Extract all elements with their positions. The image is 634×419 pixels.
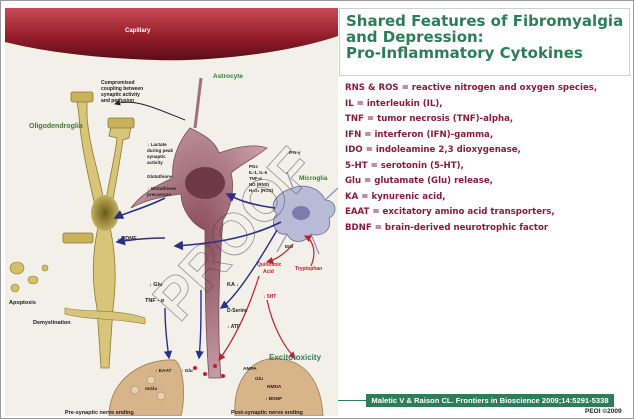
slide-title: Shared Features of Fibromyalgia and Depr…	[346, 13, 628, 61]
citation-banner: Maletic V & Raison CL. Frontiers in Bios…	[366, 394, 614, 407]
glu-increase-label: ↑ Glu	[181, 368, 193, 374]
eaat-label: ↓ EAAT	[155, 368, 172, 374]
post-synaptic-label: Post-synaptic nerve ending	[231, 410, 303, 416]
definition-item: KA = kynurenic acid,	[345, 190, 628, 206]
myelin-segment-top-right	[108, 118, 134, 128]
astrocyte-nucleus	[185, 167, 225, 199]
definitions-list: RNS & ROS = reactive nitrogen and oxygen…	[345, 81, 628, 236]
mglu-label: mGlu	[145, 386, 157, 392]
pathway-illustration: Capillary Oligodendroglia Apoptosis Demy…	[5, 8, 338, 416]
title-box: Shared Features of Fibromyalgia and Depr…	[339, 8, 630, 76]
oligodendroglia-nucleus	[91, 195, 119, 231]
astrocyte-label: Astrocyte	[213, 73, 243, 80]
oligodendroglia-label: Oligodendroglia	[29, 123, 83, 130]
demyelination-label: Demyelination	[33, 320, 71, 326]
myelin-segment-mid	[63, 233, 93, 243]
definition-item: IFN = interferon (IFN)-gamma,	[345, 128, 628, 144]
bdnf-synapse-label: ↓ BDNF	[265, 396, 282, 402]
citation-rule	[338, 400, 366, 401]
capillary-label: Capillary	[125, 28, 151, 34]
sht-label: ↓ 5HT	[263, 294, 276, 300]
glu-receptor-label: Glu	[255, 376, 263, 382]
definition-item: IDO = indoleamine 2,3 dioxygenase,	[345, 143, 628, 159]
definition-item: TNF = tumor necrosis (TNF)-alpha,	[345, 112, 628, 128]
definition-item: Glu = glutamate (Glu) release,	[345, 174, 628, 190]
excitotoxicity-label: Excitotoxicity	[269, 353, 322, 362]
definition-item: BDNF = brain-derived neurotrophic factor	[345, 221, 628, 237]
definition-item: 5-HT = serotonin (5-HT),	[345, 159, 628, 175]
apoptosis-label: Apoptosis	[9, 300, 36, 306]
glutathione-label: Glutathione	[147, 174, 173, 179]
definition-item: IL = interleukin (IL),	[345, 97, 628, 113]
myelin-segment-top-left	[71, 92, 93, 102]
ampa-label: AMPA	[243, 366, 257, 372]
pre-synaptic-label: Pre-synaptic nerve ending	[65, 410, 134, 416]
definition-item: RNS & ROS = reactive nitrogen and oxygen…	[345, 81, 628, 97]
tryptophan-label: Tryptophan	[295, 266, 322, 272]
nmda-label: NMDA	[267, 384, 282, 390]
definition-item: EAAT = excitatory amino acid transporter…	[345, 205, 628, 221]
copyright-notice: PEOI ©2009	[585, 408, 622, 415]
